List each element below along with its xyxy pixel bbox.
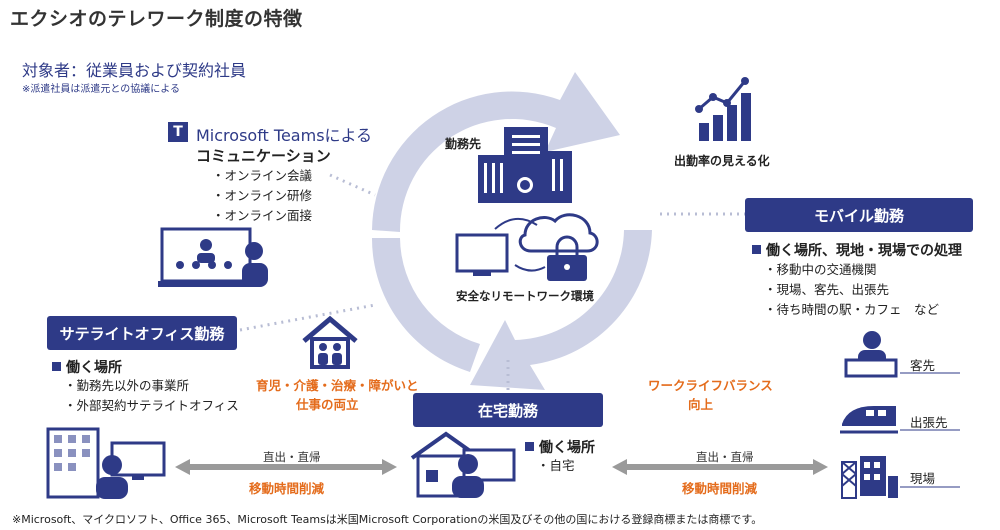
left-arrow-bottom-label: 移動時間削減 bbox=[249, 481, 325, 496]
trademark-footnote: ※Microsoft、マイクロソフト、Office 365、Microsoft … bbox=[12, 513, 763, 526]
childcare-line1: 育児・介護・治療・障がいと bbox=[256, 378, 419, 393]
bullet-square bbox=[525, 442, 534, 451]
list-item: ・自宅 bbox=[537, 458, 575, 473]
satellite-building-icon bbox=[46, 427, 166, 499]
home-heading-text: 働く場所 bbox=[539, 440, 595, 456]
location-business-trip: 出張先 bbox=[910, 415, 948, 430]
satellite-list: ・勤務先以外の事業所 ・外部契約サテライトオフィス bbox=[64, 376, 239, 416]
cycle-arrows bbox=[371, 72, 652, 390]
right-arrow-bottom-label: 移動時間削減 bbox=[682, 481, 758, 496]
family-house-icon bbox=[302, 315, 358, 369]
target-note: ※派遣社員は派遣元との協議による bbox=[22, 84, 180, 95]
list-item: ・オンライン研修 bbox=[212, 188, 313, 203]
right-arrow-top-label: 直出・直帰 bbox=[696, 450, 754, 464]
mobile-list: ・移動中の交通機関 ・現場、客先、出張先 ・待ち時間の駅・カフェ など bbox=[764, 260, 939, 320]
list-item: ・オンライン会議 bbox=[212, 168, 313, 183]
attendance-label: 出勤率の見える化 bbox=[674, 154, 770, 168]
bullet-train-icon bbox=[840, 406, 898, 434]
location-site: 現場 bbox=[910, 471, 936, 486]
customer-site-icon bbox=[844, 331, 898, 378]
satellite-office-box: サテライトオフィス勤務 bbox=[47, 316, 237, 350]
childcare-line2: 仕事の両立 bbox=[296, 397, 359, 412]
worklife-line2: 向上 bbox=[688, 397, 714, 412]
bullet-square bbox=[752, 245, 761, 254]
list-item: ・待ち時間の駅・カフェ など bbox=[764, 302, 940, 317]
list-item: ・移動中の交通機関 bbox=[764, 262, 877, 277]
list-item: ・勤務先以外の事業所 bbox=[64, 378, 190, 393]
attendance-chart-icon bbox=[695, 77, 751, 141]
page-title: エクシオのテレワーク制度の特徴 bbox=[10, 8, 303, 30]
satellite-heading-text: 働く場所 bbox=[66, 360, 122, 376]
bullet-square bbox=[52, 362, 61, 371]
dotted-connectors bbox=[239, 173, 745, 393]
home-heading: 働く場所 bbox=[525, 437, 595, 457]
office-building-icon bbox=[478, 127, 572, 203]
list-item: ・現場、客先、出張先 bbox=[764, 282, 890, 297]
video-call-laptop-icon bbox=[158, 227, 268, 287]
teams-icon: T bbox=[168, 122, 188, 142]
teams-subtitle: コミュニケーション bbox=[196, 147, 331, 165]
target-label: 対象者：従業員および契約社員 bbox=[22, 61, 247, 80]
secure-remote-icon bbox=[455, 213, 599, 281]
teams-title: Microsoft Teamsによる bbox=[196, 126, 373, 145]
mobile-heading-text: 働く場所、現地・現場での処理 bbox=[766, 243, 962, 259]
location-customer: 客先 bbox=[910, 358, 936, 373]
satellite-heading: 働く場所 bbox=[52, 357, 122, 377]
left-double-arrow bbox=[175, 459, 397, 475]
left-arrow-top-label: 直出・直帰 bbox=[263, 450, 321, 464]
list-item: ・オンライン面接 bbox=[212, 208, 313, 223]
construction-site-icon bbox=[841, 456, 898, 499]
list-item: ・外部契約サテライトオフィス bbox=[64, 398, 239, 413]
home-work-box: 在宅勤務 bbox=[413, 393, 603, 427]
worklife-line1: ワークライフバランス bbox=[648, 378, 773, 393]
office-label: 勤務先 bbox=[445, 137, 482, 151]
home-worker-icon bbox=[410, 431, 516, 498]
mobile-heading: 働く場所、現地・現場での処理 bbox=[752, 240, 962, 260]
teams-list: ・オンライン会議 ・オンライン研修 ・オンライン面接 bbox=[212, 166, 312, 226]
remote-environment-label: 安全なリモートワーク環境 bbox=[456, 289, 594, 303]
mobile-work-box: モバイル勤務 bbox=[745, 198, 973, 232]
right-double-arrow bbox=[612, 459, 828, 475]
